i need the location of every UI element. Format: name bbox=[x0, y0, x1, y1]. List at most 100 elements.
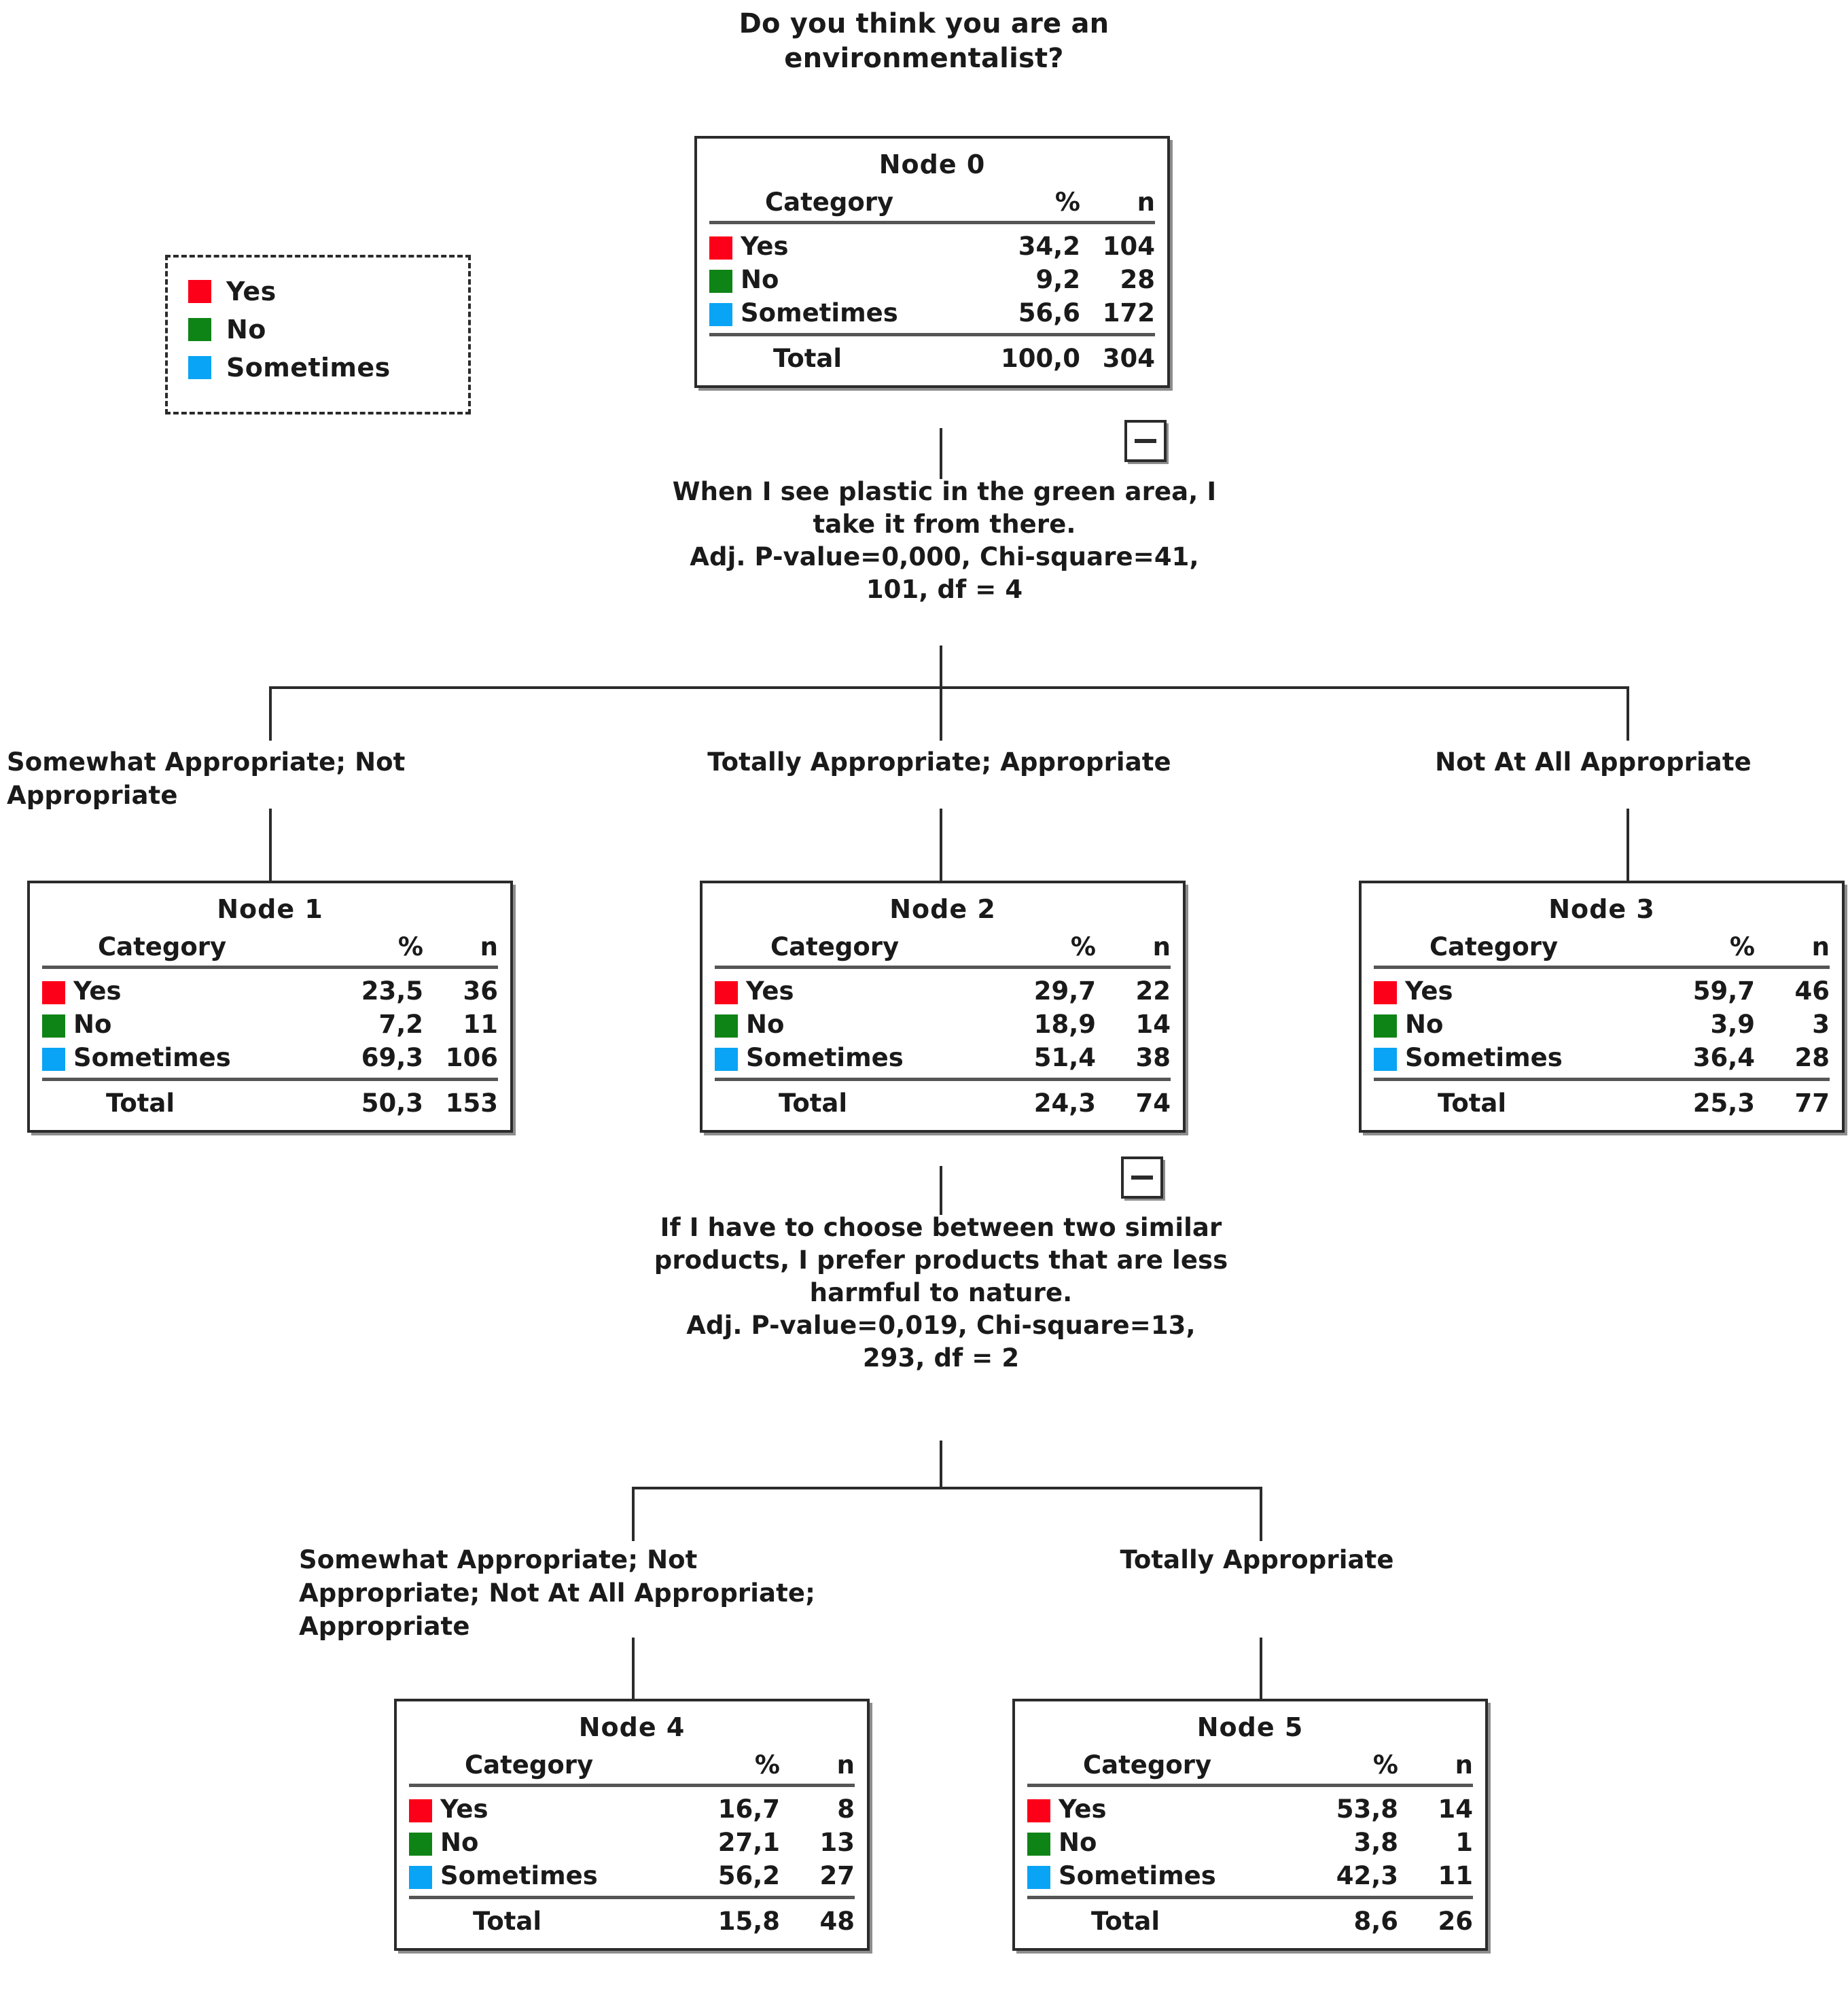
node-2-row-sometimes: Sometimes 51,4 38 bbox=[715, 1042, 1171, 1075]
node-1-total-percent: 50,3 bbox=[361, 1089, 423, 1118]
node-5-row-yes: Yes 53,8 14 bbox=[1027, 1793, 1473, 1826]
node-5-row-total: Total 8,6 26 bbox=[1027, 1905, 1473, 1939]
connector-node2-to-split2 bbox=[940, 1166, 942, 1215]
node-3-row-no: No 3,9 3 bbox=[1374, 1008, 1830, 1042]
node-4-n-no: 13 bbox=[819, 1828, 855, 1857]
node-1[interactable]: Node 1 Category % n Yes 23,5 36 No 7,2 1… bbox=[27, 881, 513, 1133]
node-5-n-sometimes: 11 bbox=[1438, 1861, 1474, 1890]
node-0-n-no: 28 bbox=[1120, 265, 1156, 294]
split-root-line1: When I see plastic in the green area, I bbox=[672, 477, 1217, 506]
node-3-row-sometimes: Sometimes 36,4 28 bbox=[1374, 1042, 1830, 1075]
node-5-total-percent: 8,6 bbox=[1353, 1907, 1398, 1936]
branch-node1-line1: Somewhat Appropriate; Not bbox=[7, 747, 406, 777]
node-3-header-rule bbox=[1374, 966, 1830, 969]
legend-item-sometimes: Sometimes bbox=[188, 349, 445, 387]
node-2-header-n: n bbox=[1152, 932, 1171, 961]
minus-icon bbox=[1131, 1176, 1153, 1180]
node-0-percent-no: 9,2 bbox=[1035, 265, 1080, 294]
node-1-swatch-no-icon bbox=[42, 1014, 65, 1038]
connector-bar-level1 bbox=[269, 686, 1629, 689]
node-1-header-rule bbox=[42, 966, 498, 969]
node-5-swatch-yes-icon bbox=[1027, 1799, 1050, 1822]
node-5-percent-sometimes: 42,3 bbox=[1336, 1861, 1398, 1890]
split-root-line3: Adj. P-value=0,000, Chi-square=41, bbox=[690, 542, 1199, 572]
node-4-n-yes: 8 bbox=[837, 1795, 855, 1824]
split-node2-line2: products, I prefer products that are les… bbox=[654, 1246, 1228, 1275]
node-1-title: Node 1 bbox=[217, 894, 323, 924]
node-0-swatch-yes-icon bbox=[709, 236, 732, 260]
node-4-percent-no: 27,1 bbox=[717, 1828, 780, 1857]
node-5-category-yes: Yes bbox=[1059, 1795, 1107, 1824]
connector-trunk-level2 bbox=[940, 1441, 942, 1488]
branch-label-node2: Totally Appropriate; Appropriate bbox=[611, 746, 1267, 779]
node-0-row-yes: Yes 34,2 104 bbox=[709, 230, 1155, 264]
node-3-row-total: Total 25,3 77 bbox=[1374, 1087, 1830, 1120]
node-4-row-yes: Yes 16,7 8 bbox=[409, 1793, 855, 1826]
node-3-header-n: n bbox=[1811, 932, 1830, 961]
node-5-table: Category % n Yes 53,8 14 No 3,8 1 Someti… bbox=[1027, 1749, 1473, 1939]
node-3[interactable]: Node 3 Category % n Yes 59,7 46 No 3,9 3 bbox=[1359, 881, 1845, 1133]
connector-stub-node4 bbox=[632, 1638, 635, 1702]
node-2-title: Node 2 bbox=[889, 894, 996, 924]
node-0-header-row: Category % n bbox=[709, 186, 1155, 218]
node-3-category-sometimes: Sometimes bbox=[1405, 1043, 1563, 1072]
split-label-node2: If I have to choose between two similar … bbox=[564, 1212, 1318, 1375]
node-2[interactable]: Node 2 Category % n Yes 29,7 22 No 18,9 … bbox=[700, 881, 1186, 1133]
split-node2-line3: harmful to nature. bbox=[809, 1278, 1073, 1308]
node-1-swatch-yes-icon bbox=[42, 980, 65, 1004]
node-0[interactable]: Node 0 Category % n Yes 34,2 104 No 9,2 … bbox=[694, 136, 1170, 388]
node-5-label-total: Total bbox=[1091, 1907, 1160, 1936]
legend-swatch-yes-icon bbox=[188, 280, 211, 303]
branch-node5-text: Totally Appropriate bbox=[1120, 1545, 1394, 1574]
node-5-total-rule bbox=[1027, 1896, 1473, 1899]
node-0-percent-sometimes: 56,6 bbox=[1018, 298, 1080, 328]
connector-stub-node2 bbox=[940, 809, 942, 883]
page-title-line1: Do you think you are an environmentalist… bbox=[739, 8, 1109, 75]
node-4[interactable]: Node 4 Category % n Yes 16,7 8 No 27,1 1… bbox=[394, 1699, 870, 1951]
branch-node4-line1: Somewhat Appropriate; Not bbox=[299, 1545, 698, 1574]
node-0-row-total: Total 100,0 304 bbox=[709, 342, 1155, 376]
branch-label-node1: Somewhat Appropriate; Not Appropriate bbox=[7, 746, 550, 813]
node-0-swatch-no-icon bbox=[709, 269, 732, 293]
node-0-collapse-button[interactable] bbox=[1124, 420, 1167, 462]
split-node2-line4: Adj. P-value=0,019, Chi-square=13, bbox=[686, 1311, 1196, 1341]
node-0-n-yes: 104 bbox=[1102, 232, 1155, 261]
branch-node4-line3: Appropriate bbox=[299, 1611, 470, 1641]
node-2-label-total: Total bbox=[779, 1089, 848, 1118]
node-1-category-yes: Yes bbox=[73, 976, 122, 1006]
split-node2-line1: If I have to choose between two similar bbox=[660, 1213, 1222, 1242]
node-0-percent-yes: 34,2 bbox=[1018, 232, 1080, 261]
node-5-category-no: No bbox=[1059, 1828, 1097, 1857]
node-3-header-percent: % bbox=[1729, 932, 1755, 961]
legend: Yes No Sometimes bbox=[165, 255, 471, 414]
node-2-total-rule bbox=[715, 1078, 1171, 1081]
node-3-n-no: 3 bbox=[1812, 1010, 1830, 1039]
node-1-total-n: 153 bbox=[445, 1089, 498, 1118]
node-1-n-yes: 36 bbox=[463, 976, 499, 1006]
node-1-percent-no: 7,2 bbox=[378, 1010, 423, 1039]
node-1-row-no: No 7,2 11 bbox=[42, 1008, 498, 1042]
node-1-n-no: 11 bbox=[463, 1010, 499, 1039]
node-5-header-row: Category % n bbox=[1027, 1749, 1473, 1781]
node-4-table: Category % n Yes 16,7 8 No 27,1 13 Somet… bbox=[409, 1749, 855, 1939]
node-2-swatch-sometimes-icon bbox=[715, 1047, 738, 1071]
minus-icon bbox=[1135, 439, 1156, 443]
node-2-row-no: No 18,9 14 bbox=[715, 1008, 1171, 1042]
connector-branch-node3 bbox=[1627, 686, 1629, 741]
connector-branch-node1 bbox=[269, 686, 272, 741]
node-2-percent-sometimes: 51,4 bbox=[1033, 1043, 1096, 1072]
node-1-table: Category % n Yes 23,5 36 No 7,2 11 Somet… bbox=[42, 931, 498, 1120]
node-2-category-no: No bbox=[746, 1010, 785, 1039]
node-1-header-n: n bbox=[480, 932, 498, 961]
node-0-header-percent: % bbox=[1054, 188, 1080, 217]
legend-item-yes: Yes bbox=[188, 272, 445, 311]
node-4-header-rule bbox=[409, 1784, 855, 1787]
node-5[interactable]: Node 5 Category % n Yes 53,8 14 No 3,8 1 bbox=[1012, 1699, 1488, 1951]
split-root-line2: take it from there. bbox=[813, 510, 1076, 540]
connector-branch-node4 bbox=[632, 1487, 635, 1541]
node-2-collapse-button[interactable] bbox=[1121, 1156, 1163, 1199]
node-0-label-total: Total bbox=[773, 344, 842, 373]
node-2-category-yes: Yes bbox=[746, 976, 794, 1006]
node-1-label-total: Total bbox=[106, 1089, 175, 1118]
node-5-row-sometimes: Sometimes 42,3 11 bbox=[1027, 1860, 1473, 1893]
